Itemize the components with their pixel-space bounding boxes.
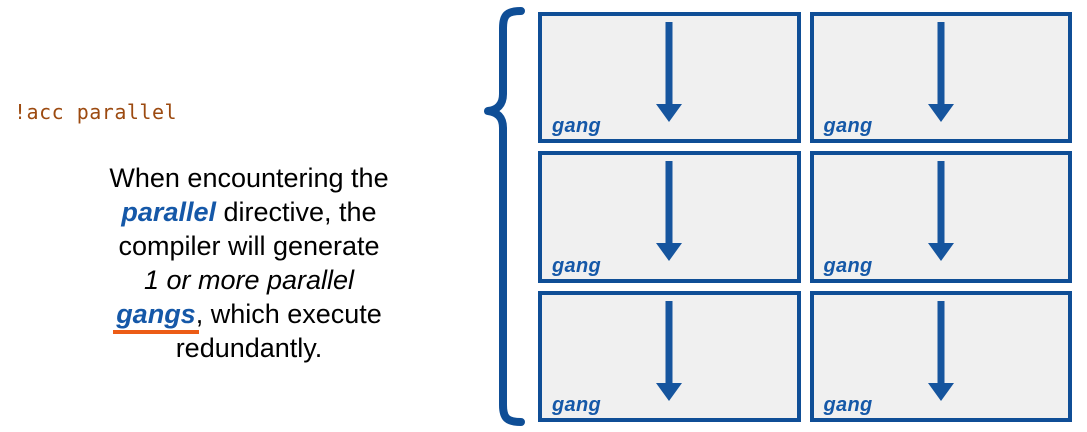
- description-line-3: compiler will generate: [118, 231, 380, 261]
- gang-label: gang: [552, 254, 601, 277]
- down-arrow-icon: [656, 22, 683, 122]
- down-arrow-icon: [656, 161, 683, 262]
- down-arrow-icon: [927, 300, 954, 401]
- gang-cell: gang: [538, 290, 801, 422]
- gang-cell: gang: [538, 12, 801, 144]
- description-line-5-suffix: , which execute: [195, 299, 382, 329]
- down-arrow-icon: [927, 161, 954, 262]
- openacc-directive-code: !acc parallel: [14, 100, 178, 124]
- gang-label: gang: [552, 393, 601, 416]
- down-arrow-icon: [656, 300, 683, 401]
- grouping-brace: [463, 6, 525, 427]
- gang-grid: gang gang gang gang gang gang: [538, 12, 1072, 422]
- gang-label: gang: [823, 393, 873, 416]
- gang-cell: gang: [538, 151, 801, 283]
- gang-label: gang: [823, 254, 873, 277]
- gang-label: gang: [823, 115, 873, 138]
- description-line-1: When encountering the: [109, 163, 389, 193]
- gang-cell: gang: [809, 290, 1072, 422]
- gang-label: gang: [552, 115, 601, 138]
- description-line-4-emphasis: 1 or more parallel: [143, 265, 355, 295]
- description-line-2-suffix: directive, the: [215, 197, 377, 227]
- description-paragraph: When encountering the parallel directive…: [60, 161, 438, 365]
- keyword-gangs: gangs: [113, 299, 199, 334]
- explanation-panel: !acc parallel When encountering the para…: [0, 0, 455, 432]
- down-arrow-icon: [927, 22, 954, 122]
- left-curly-brace-icon: [484, 7, 525, 426]
- gang-cell: gang: [809, 151, 1072, 283]
- gang-cell: gang: [809, 12, 1072, 144]
- keyword-parallel: parallel: [121, 197, 216, 227]
- description-line-6: redundantly.: [175, 333, 323, 363]
